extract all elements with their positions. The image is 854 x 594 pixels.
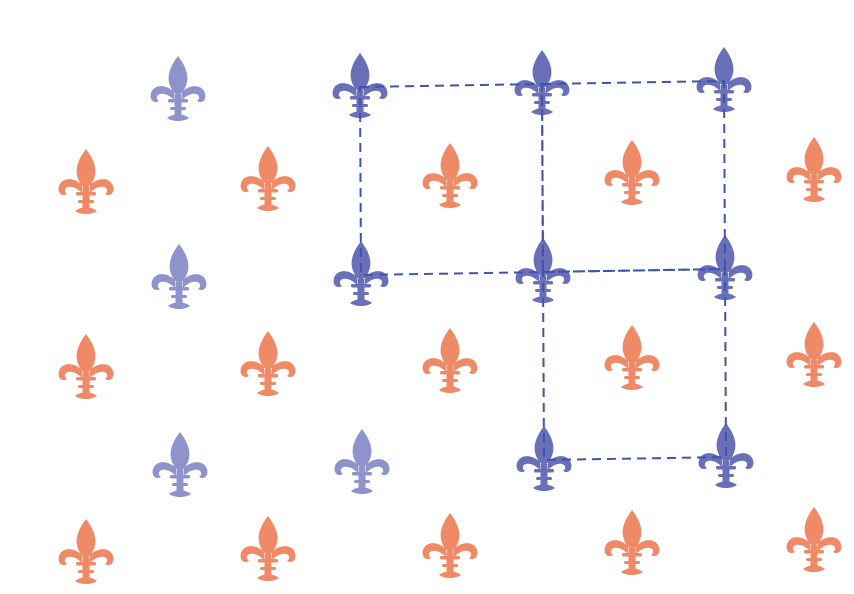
blue-fleur-de-lis-icon (153, 432, 208, 497)
blue-motif-layer (151, 47, 754, 497)
orange-fleur-de-lis-icon (423, 328, 478, 393)
blue-fleur-de-lis-icon (151, 56, 206, 121)
orange-fleur-de-lis-icon (423, 143, 478, 208)
orange-fleur-de-lis-icon (605, 510, 660, 575)
blue-fleur-de-lis-icon (152, 244, 207, 309)
orange-fleur-de-lis-icon (423, 513, 478, 578)
orange-fleur-de-lis-icon (787, 137, 842, 202)
orange-fleur-de-lis-icon (605, 325, 660, 390)
blue-fleur-de-lis-icon (335, 429, 390, 494)
marked-blue-fleur-de-lis-icon (333, 53, 388, 118)
orange-fleur-de-lis-icon (59, 334, 114, 399)
orange-fleur-de-lis-icon (787, 322, 842, 387)
orange-fleur-de-lis-icon (241, 331, 296, 396)
orange-fleur-de-lis-icon (241, 516, 296, 581)
orange-fleur-de-lis-icon (787, 507, 842, 572)
orange-fleur-de-lis-icon (59, 519, 114, 584)
orange-fleur-de-lis-icon (605, 140, 660, 205)
orange-fleur-de-lis-icon (241, 146, 296, 211)
unit-cell-outlines (360, 81, 726, 460)
orange-fleur-de-lis-icon (59, 149, 114, 214)
